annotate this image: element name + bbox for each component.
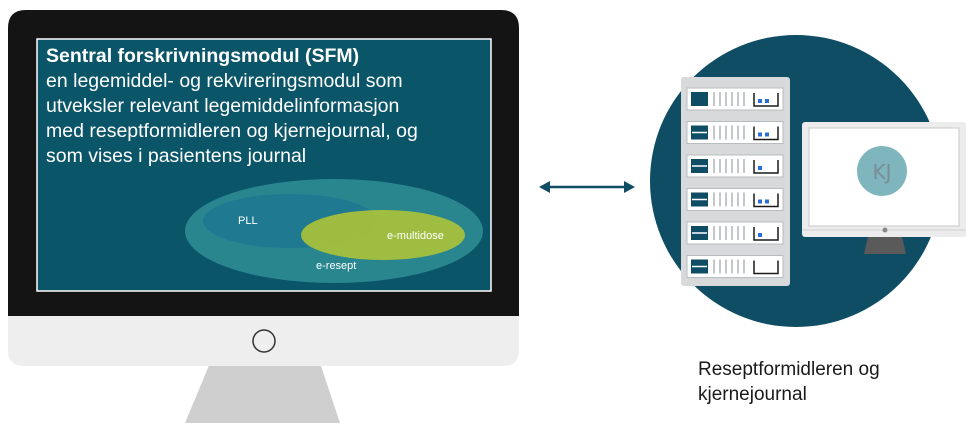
screen-title: Sentral forskrivningsmodul (SFM) (46, 45, 360, 67)
venn-label-eresept: e-resept (316, 260, 357, 272)
monitor-icon: KJ (802, 122, 966, 254)
screen-description-line: en legemiddel- og rekvireringsmodul som (46, 70, 403, 92)
monitor-stand (864, 237, 906, 254)
caption-line: Reseptformidleren og (698, 359, 880, 380)
server-unit (686, 87, 784, 111)
server-unit (686, 255, 784, 278)
kj-logo (857, 146, 907, 196)
server-unit (686, 121, 784, 144)
kj-logo-text: KJ (872, 160, 891, 184)
double-arrow-icon (539, 181, 635, 193)
screen-text-block: Sentral forskrivningsmodul (SFM) en lege… (46, 44, 486, 169)
venn-emultidose-ellipse (301, 210, 465, 260)
caption-line: kjernejournal (698, 384, 807, 405)
server-unit (686, 221, 784, 245)
screen-description-line: utveksler relevant legemiddelinformasjon (46, 95, 400, 117)
monitor-stand (185, 363, 340, 423)
server-unit (686, 154, 784, 178)
venn-label-pll: PLL (238, 215, 258, 227)
power-button-icon (252, 329, 276, 353)
venn-label-emultidose: e-multidose (387, 230, 444, 242)
screen-description-line: med reseptformidleren og kjernejournal, … (46, 120, 418, 142)
monitor-chin (8, 316, 519, 366)
screen-description-line: som vises i pasientens journal (46, 145, 307, 167)
server-caption: Reseptformidleren og kjernejournal (698, 357, 938, 407)
venn-diagram (185, 179, 483, 283)
server-rack-icon (681, 77, 790, 286)
server-unit (686, 188, 784, 211)
